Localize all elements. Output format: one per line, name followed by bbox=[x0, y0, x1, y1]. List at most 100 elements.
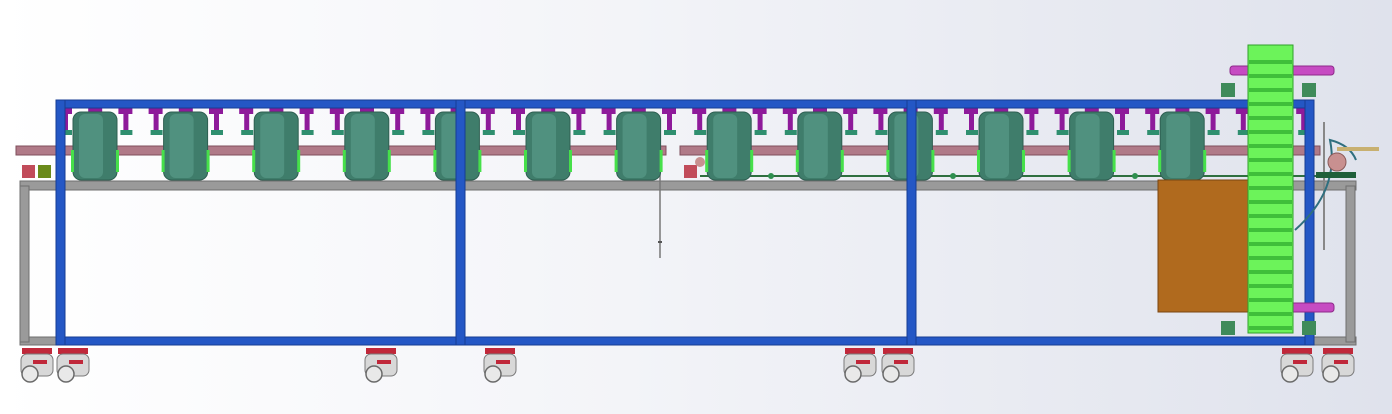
bracket bbox=[480, 108, 495, 135]
caster-mount bbox=[845, 348, 875, 354]
bracket bbox=[662, 108, 676, 135]
bracket bbox=[1296, 108, 1311, 135]
roller-rim-left bbox=[1158, 150, 1162, 172]
bracket-stem bbox=[516, 108, 521, 130]
caster-mount bbox=[58, 348, 88, 354]
bracket-foot bbox=[875, 130, 888, 135]
bracket-stem bbox=[667, 108, 672, 130]
roller bbox=[71, 111, 119, 181]
caster-wheel bbox=[21, 365, 39, 383]
roller-rim-left bbox=[433, 150, 437, 172]
bracket-foot bbox=[1056, 130, 1069, 135]
bracket-foot bbox=[422, 130, 435, 135]
blue-post-2 bbox=[455, 99, 466, 346]
motor-base-plate bbox=[1316, 172, 1356, 178]
bracket-foot bbox=[754, 130, 767, 135]
bracket bbox=[1145, 108, 1160, 135]
roller bbox=[1158, 111, 1207, 181]
bearing-block-br bbox=[1302, 321, 1316, 335]
roller bbox=[614, 111, 663, 181]
caster-brake bbox=[856, 360, 870, 364]
roller-highlight bbox=[713, 114, 738, 178]
bracket-foot bbox=[966, 130, 978, 135]
bracket-foot bbox=[60, 130, 72, 135]
gear-stripe bbox=[1249, 186, 1292, 190]
caster-wheel bbox=[365, 365, 383, 383]
roller-rim-left bbox=[614, 150, 618, 172]
bracket-stem bbox=[1029, 108, 1035, 130]
steel-right-post bbox=[1345, 185, 1356, 343]
roller-rim-left bbox=[161, 150, 165, 172]
bracket-stem bbox=[1301, 108, 1307, 130]
bracket bbox=[329, 108, 344, 135]
bracket-stem bbox=[425, 108, 431, 130]
gear-stripe bbox=[1249, 88, 1292, 92]
bracket bbox=[148, 108, 163, 135]
caster-brake bbox=[377, 360, 391, 364]
caster-mount bbox=[1323, 348, 1353, 354]
bracket bbox=[571, 108, 586, 135]
roller-rim-left bbox=[1067, 150, 1071, 172]
bracket bbox=[1115, 108, 1129, 135]
blue-frame bbox=[55, 99, 1315, 346]
roller-highlight bbox=[260, 114, 285, 178]
gear-stripe bbox=[1249, 284, 1292, 288]
bracket-stem bbox=[969, 108, 974, 130]
roller-rim-left bbox=[71, 150, 74, 172]
bracket-foot bbox=[513, 130, 525, 135]
caster-brake bbox=[33, 360, 47, 364]
bracket-stem bbox=[1150, 108, 1156, 130]
gear-stripe bbox=[1249, 312, 1292, 316]
bracket bbox=[843, 108, 858, 135]
roller bbox=[1067, 111, 1116, 181]
roller-rim-left bbox=[977, 150, 980, 172]
bracket bbox=[782, 108, 797, 135]
bracket bbox=[933, 108, 948, 135]
rose-rail-left bbox=[15, 145, 667, 156]
roller-highlight bbox=[803, 114, 828, 178]
roller-rim-right bbox=[116, 150, 119, 172]
bracket-stem bbox=[697, 108, 703, 130]
roller bbox=[524, 111, 572, 181]
gear-stripe bbox=[1249, 326, 1292, 330]
gear-stripe bbox=[1249, 130, 1292, 134]
bracket-stem bbox=[244, 108, 250, 130]
bracket-foot bbox=[1147, 130, 1160, 135]
blue-post-4 bbox=[1304, 99, 1315, 346]
roller-rim-right bbox=[206, 150, 210, 172]
roller-rim-left bbox=[705, 150, 709, 172]
bracket bbox=[118, 108, 133, 135]
bracket-foot bbox=[482, 130, 495, 135]
bracket bbox=[752, 108, 767, 135]
chain-sprocket bbox=[1132, 173, 1138, 179]
bracket-foot bbox=[150, 130, 163, 135]
caster-mount bbox=[22, 348, 52, 354]
bracket-foot bbox=[241, 130, 254, 135]
roller bbox=[342, 111, 391, 181]
gear-stripe bbox=[1249, 102, 1292, 106]
bracket-foot bbox=[1117, 130, 1129, 135]
gear-stripes bbox=[1249, 60, 1292, 330]
bracket-foot bbox=[392, 130, 405, 135]
gear-stripe bbox=[1249, 228, 1292, 232]
bracket-foot bbox=[1298, 130, 1311, 135]
small-block-olive bbox=[38, 165, 51, 178]
roller-rim-right bbox=[569, 150, 572, 172]
caster-wheel bbox=[1322, 365, 1340, 383]
bracket bbox=[1054, 108, 1069, 135]
roller-highlight bbox=[622, 114, 647, 178]
bracket-stem bbox=[878, 108, 884, 130]
roller-highlight bbox=[169, 114, 194, 178]
bracket-foot bbox=[1237, 130, 1250, 135]
drive-assembly bbox=[1157, 44, 1379, 335]
bracket bbox=[299, 108, 314, 135]
bracket-stem bbox=[214, 108, 219, 130]
caster bbox=[843, 348, 877, 383]
caster-brake bbox=[1293, 360, 1307, 364]
steel-left-post bbox=[19, 185, 30, 343]
caster-wheel bbox=[57, 365, 75, 383]
caster-brake bbox=[894, 360, 908, 364]
roller-rim-right bbox=[1203, 150, 1207, 172]
